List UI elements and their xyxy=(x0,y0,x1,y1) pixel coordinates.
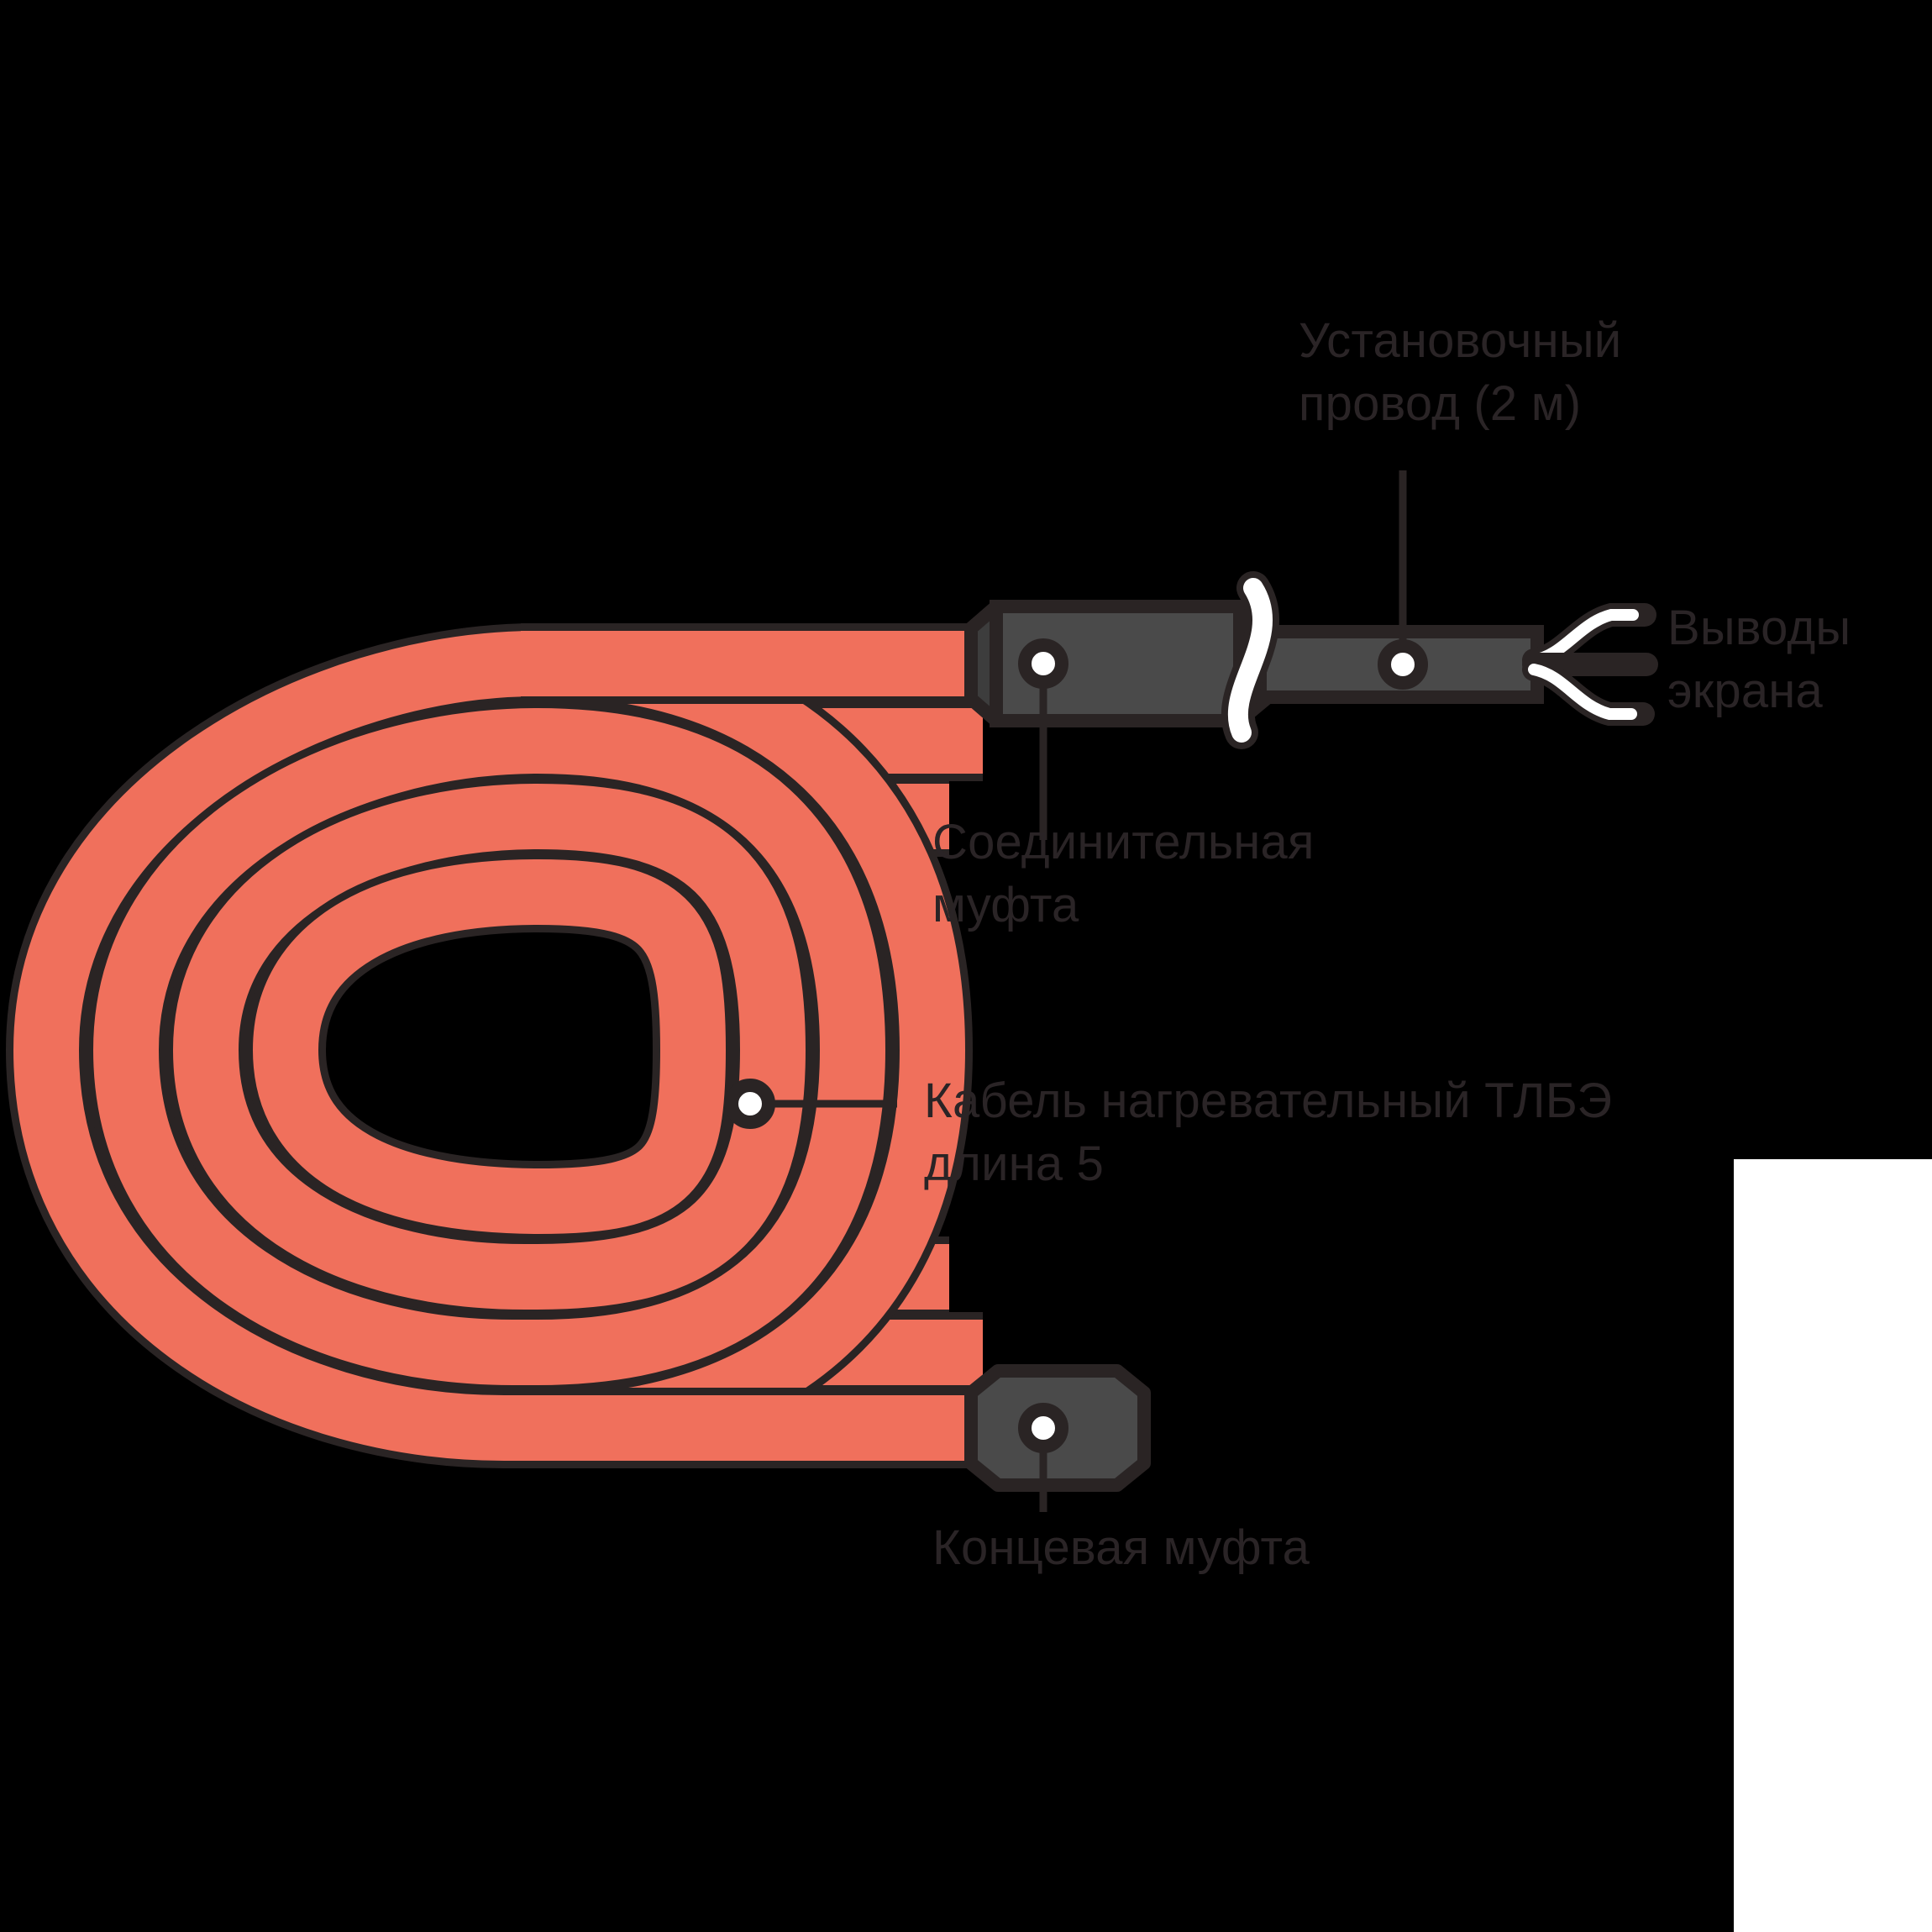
cable-coil-right-bends xyxy=(537,623,974,1468)
leader-dot-icon xyxy=(1018,1403,1068,1453)
screen-leads xyxy=(1522,603,1658,726)
occluder-panel xyxy=(1734,1159,1932,1932)
upper-cable-run xyxy=(521,623,991,704)
leader-end-sleeve xyxy=(1018,1403,1068,1512)
leader-dot-icon xyxy=(1378,639,1428,690)
lower-cable-run xyxy=(521,1388,991,1468)
leader-dot-icon xyxy=(1018,638,1068,689)
leader-install-wire xyxy=(1378,470,1428,690)
leader-heating-cable xyxy=(725,1079,897,1129)
leader-dot-icon xyxy=(725,1079,775,1129)
leader-joint-sleeve xyxy=(1018,638,1068,840)
cable-break-icon xyxy=(1221,571,1280,749)
cable-coil xyxy=(5,623,983,1468)
